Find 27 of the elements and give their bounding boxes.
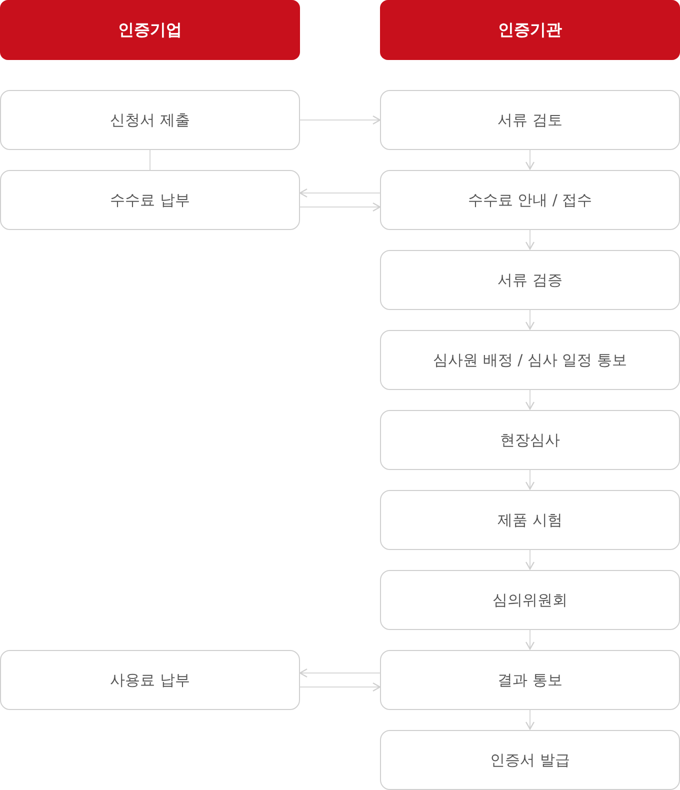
arrow bbox=[299, 668, 380, 678]
arrow bbox=[300, 115, 381, 125]
column-header: 인증기관 bbox=[380, 0, 680, 60]
process-box: 수수료 납부 bbox=[0, 170, 300, 230]
process-box: 결과 통보 bbox=[380, 650, 680, 710]
process-box: 사용료 납부 bbox=[0, 650, 300, 710]
arrow bbox=[525, 150, 535, 170]
process-box: 신청서 제출 bbox=[0, 90, 300, 150]
arrow bbox=[300, 682, 381, 692]
arrow bbox=[525, 470, 535, 490]
arrow bbox=[525, 710, 535, 730]
arrow bbox=[525, 230, 535, 250]
arrow bbox=[300, 202, 381, 212]
process-box: 심사원 배정 / 심사 일정 통보 bbox=[380, 330, 680, 390]
arrow bbox=[525, 550, 535, 570]
process-box: 제품 시험 bbox=[380, 490, 680, 550]
arrow bbox=[525, 630, 535, 650]
arrow bbox=[525, 310, 535, 330]
column-header: 인증기업 bbox=[0, 0, 300, 60]
process-box: 서류 검증 bbox=[380, 250, 680, 310]
process-box: 현장심사 bbox=[380, 410, 680, 470]
process-box: 인증서 발급 bbox=[380, 730, 680, 790]
process-box: 서류 검토 bbox=[380, 90, 680, 150]
arrow bbox=[299, 188, 380, 198]
process-box: 수수료 안내 / 접수 bbox=[380, 170, 680, 230]
process-box: 심의위원회 bbox=[380, 570, 680, 630]
arrow bbox=[525, 390, 535, 410]
